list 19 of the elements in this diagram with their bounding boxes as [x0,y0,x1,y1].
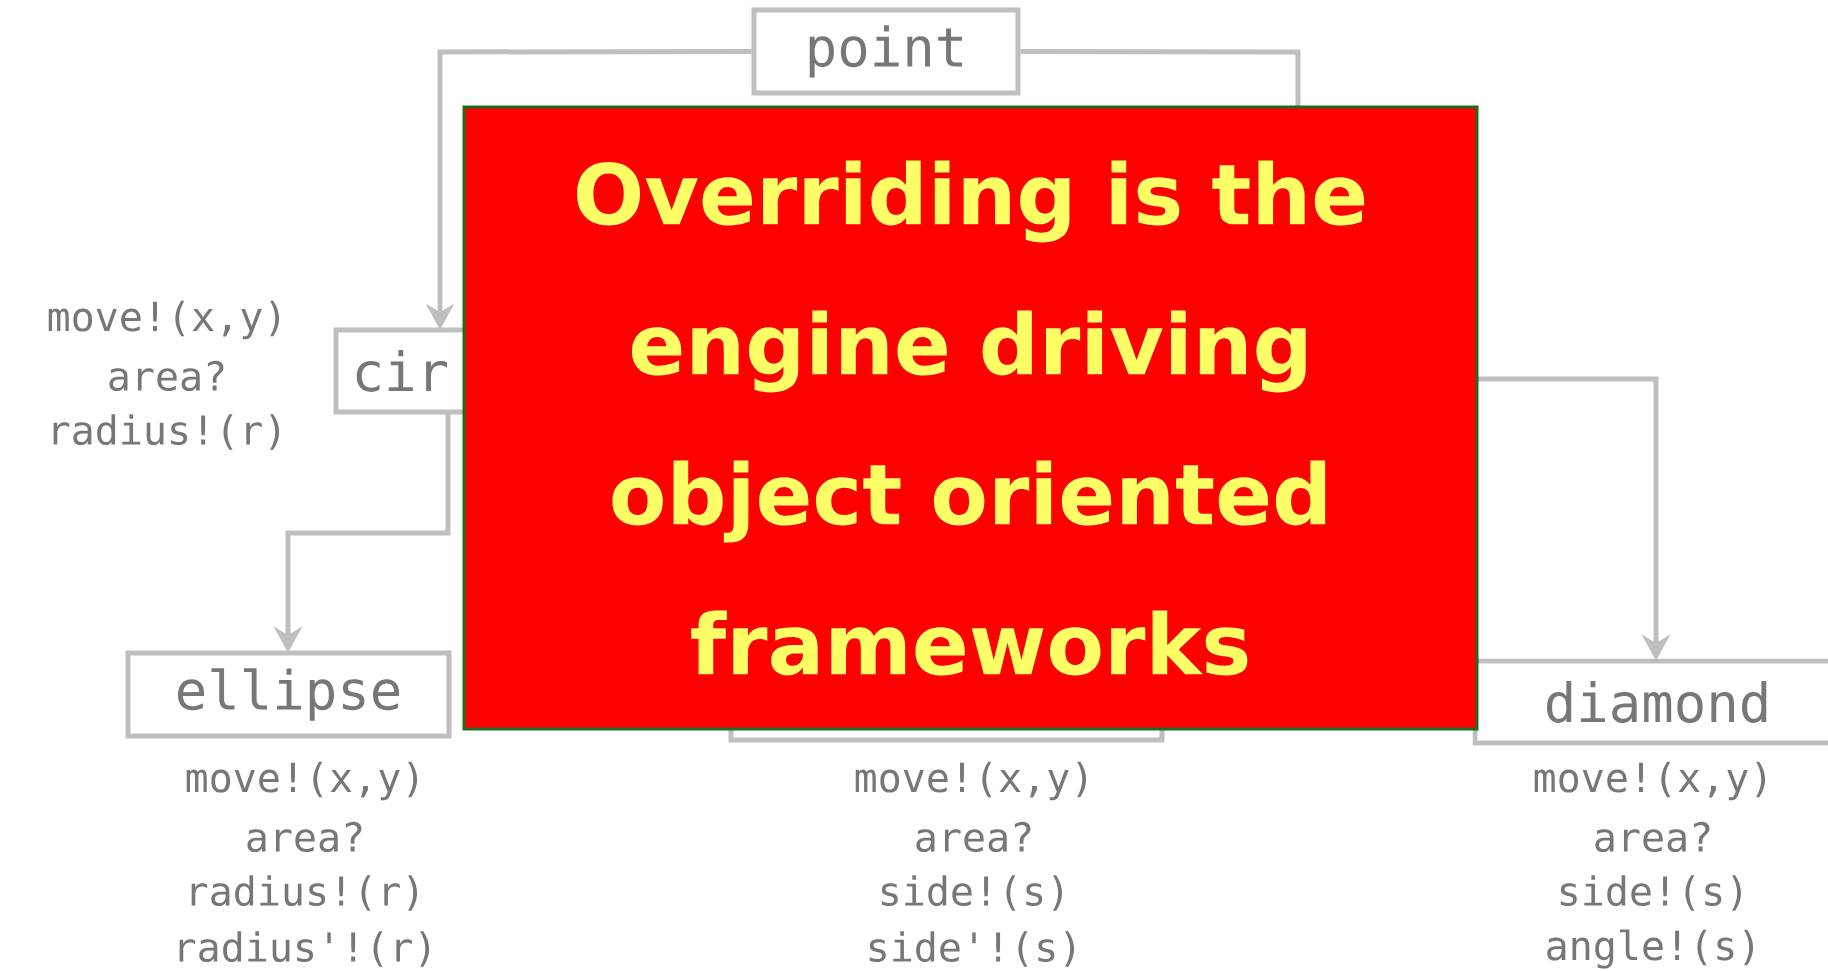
method-name: radius'!(r) [179,931,430,967]
method-name: area? [916,821,1031,853]
class-box: diamond [1472,658,1828,746]
method-name: side'!(s) [869,931,1075,967]
method-name: angle!(s) [1547,929,1754,969]
class-box: ellipse [125,650,452,739]
method-name: move!(x,y) [1534,761,1766,801]
class-box: point [751,7,1021,96]
message-dialog: Overriding is the engine driving object oriented frameworks [462,105,1479,731]
method-name: move!(x,y) [48,300,280,340]
method-name: area? [109,360,224,392]
method-name: radius!(r) [191,875,418,911]
method-name: move!(x,y) [855,761,1087,801]
method-name: area? [247,821,362,853]
method-name: side!(s) [881,875,1062,911]
method-name: radius!(r) [53,414,280,450]
method-name: area? [1595,821,1710,853]
method-name: side!(s) [1560,875,1741,911]
method-name: move!(x,y) [186,761,418,801]
